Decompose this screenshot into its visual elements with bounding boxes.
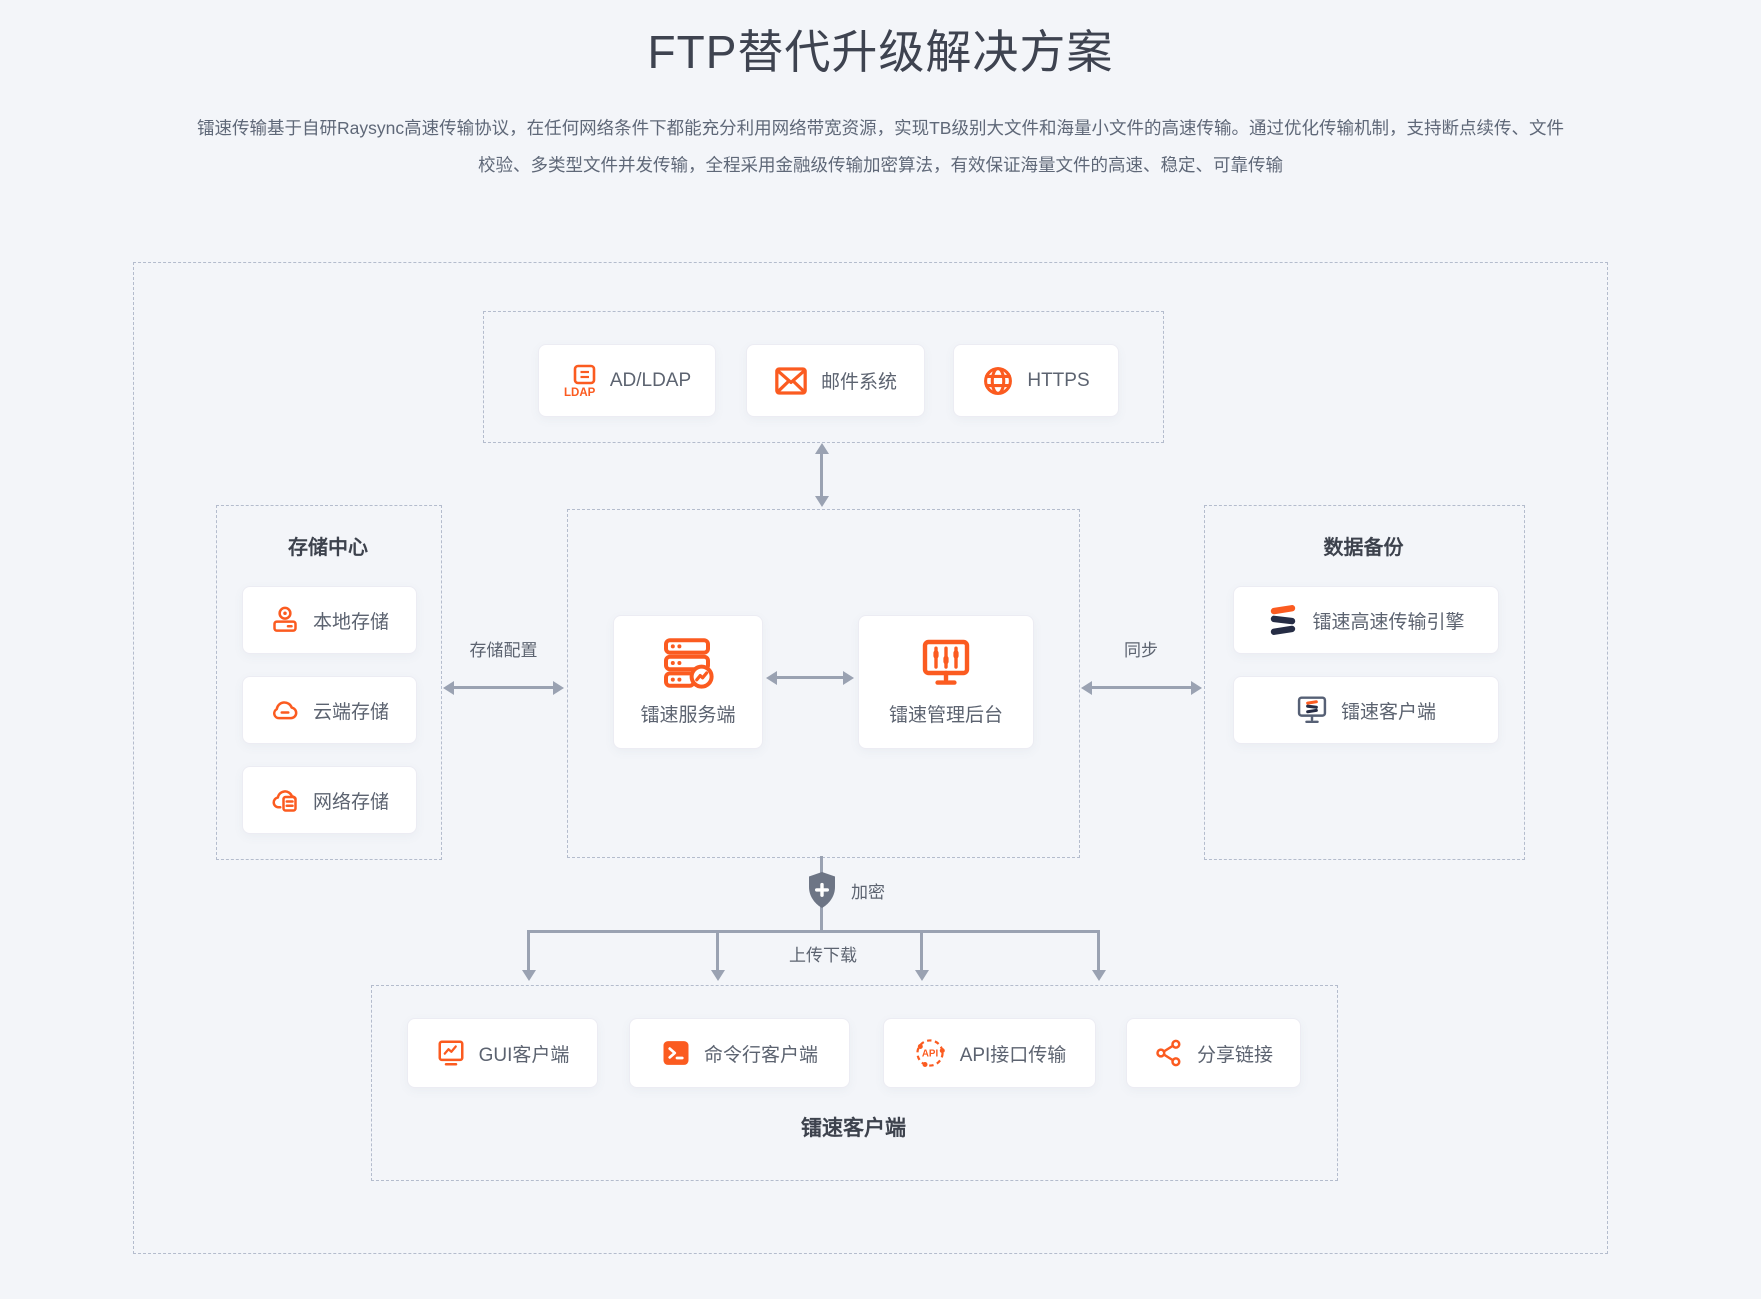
- arrow-services-core: [813, 443, 830, 507]
- svg-text:API: API: [922, 1049, 939, 1060]
- mail-icon: [774, 364, 808, 398]
- card-cli-client: 命令行客户端: [629, 1018, 850, 1088]
- card-share-link: 分享链接: [1126, 1018, 1301, 1088]
- external-services-box: [483, 311, 1164, 443]
- card-label: HTTPS: [1027, 369, 1090, 391]
- card-raysync-admin: 镭速管理后台: [858, 615, 1034, 749]
- branch-arrowhead-4: [1092, 970, 1106, 981]
- branch-stub-4: [1097, 930, 1100, 972]
- network-storage-icon: [270, 785, 300, 815]
- storage-center-title: 存储中心: [288, 537, 368, 559]
- encrypt-label: 加密: [851, 883, 885, 902]
- card-gui-client: GUI客户端: [407, 1018, 598, 1088]
- raysync-engine-icon: [1267, 604, 1299, 636]
- card-label: 镭速管理后台: [888, 705, 1003, 726]
- branch-line: [527, 930, 1100, 933]
- storage-config-label: 存储配置: [469, 641, 538, 660]
- sync-label: 同步: [1124, 641, 1158, 660]
- admin-console-icon: [920, 637, 972, 689]
- card-label: 分享链接: [1196, 1044, 1273, 1066]
- card-label: 网络存储: [312, 791, 389, 813]
- card-label: 邮件系统: [820, 372, 897, 393]
- card-local-storage: 本地存储: [242, 586, 417, 654]
- globe-icon: [982, 365, 1014, 397]
- card-https: HTTPS: [953, 344, 1119, 417]
- card-label: AD/LDAP: [609, 369, 692, 391]
- data-backup-box: [1204, 505, 1525, 860]
- storage-center-box: [216, 505, 442, 860]
- local-storage-icon: [270, 605, 300, 635]
- card-label: 镭速客户端: [1340, 701, 1436, 723]
- arrow-server-admin: [766, 669, 854, 686]
- arrow-sync: [1081, 679, 1202, 696]
- arrow-storage-config: [443, 679, 564, 696]
- card-raysync-engine: 镭速高速传输引擎: [1233, 586, 1499, 654]
- upload-download-label: 上传下载: [789, 946, 857, 965]
- data-backup-title: 数据备份: [1323, 537, 1404, 559]
- cloud-storage-icon: [270, 695, 300, 725]
- core-box: [567, 509, 1080, 858]
- card-mail-system: 邮件系统: [746, 344, 925, 417]
- branch-arrowhead-1: [522, 970, 536, 981]
- page-title: FTP替代升级解决方案: [647, 26, 1114, 78]
- card-label: API接口传输: [959, 1044, 1067, 1066]
- diagram-outer-container: [133, 262, 1608, 1254]
- card-ad-ldap: LDAP AD/LDAP: [538, 344, 716, 417]
- server-icon: [662, 637, 714, 689]
- gui-client-icon: [436, 1038, 466, 1068]
- raysync-client-icon: [1296, 694, 1328, 726]
- branch-arrowhead-2: [711, 970, 725, 981]
- card-label: 镭速高速传输引擎: [1312, 611, 1465, 633]
- card-cloud-storage: 云端存储: [242, 676, 417, 744]
- api-icon: API: [913, 1036, 947, 1070]
- card-label: 镭速服务端: [640, 705, 736, 726]
- card-api-transfer: API API接口传输: [883, 1018, 1096, 1088]
- card-label: GUI客户端: [478, 1044, 570, 1066]
- shield-encrypt-icon: [807, 871, 837, 909]
- page-subtitle: 镭速传输基于自研Raysync高速传输协议，在任何网络条件下都能充分利用网络带宽…: [197, 118, 1564, 175]
- branch-stub-2: [716, 930, 719, 972]
- terminal-icon: [661, 1038, 691, 1068]
- card-label: 云端存储: [312, 701, 389, 723]
- card-label: 命令行客户端: [703, 1044, 818, 1066]
- ldap-icon: LDAP: [563, 364, 597, 398]
- card-network-storage: 网络存储: [242, 766, 417, 834]
- clients-title: 镭速客户端: [801, 1117, 906, 1140]
- card-label: 本地存储: [312, 611, 389, 633]
- branch-stub-3: [920, 930, 923, 972]
- card-raysync-server: 镭速服务端: [613, 615, 763, 749]
- svg-text:LDAP: LDAP: [564, 387, 596, 398]
- branch-stub-1: [527, 930, 530, 972]
- card-raysync-client-backup: 镭速客户端: [1233, 676, 1499, 744]
- branch-arrowhead-3: [915, 970, 929, 981]
- share-icon: [1154, 1038, 1184, 1068]
- clients-box: [371, 985, 1338, 1181]
